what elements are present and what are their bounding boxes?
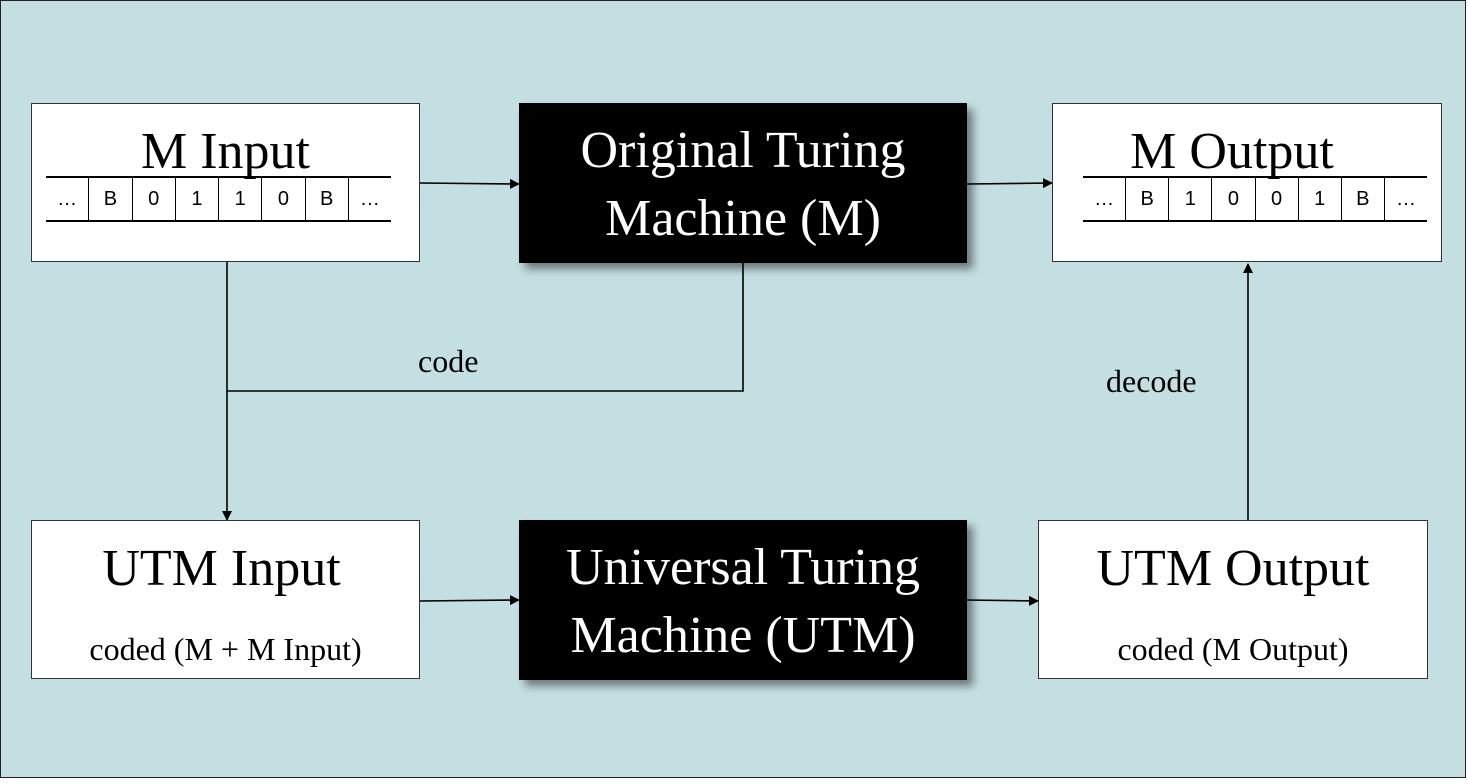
original-tm-line1: Original Turing — [580, 122, 906, 179]
tape-cell: 1 — [219, 178, 263, 220]
m-input-box: M Input … B 0 1 1 0 B … — [31, 103, 420, 262]
tape-cell: 0 — [1212, 178, 1256, 220]
utm-line1: Universal Turing — [566, 539, 920, 596]
arrow-utm-input-to-utm — [419, 595, 520, 606]
tape-cell: … — [359, 187, 380, 210]
code-line-original-tm — [227, 263, 744, 392]
arrow-m-input-to-original-tm — [419, 178, 520, 189]
utm-input-box: UTM Input coded (M + M Input) — [31, 520, 420, 679]
original-turing-machine-box: Original Turing Machine (M) — [519, 103, 967, 263]
tape-cell: B — [1126, 178, 1170, 220]
decode-label: decode — [1106, 363, 1197, 399]
tape-cell: 0 — [1256, 178, 1299, 220]
tape-cell: B — [306, 178, 349, 220]
tape-cell: 1 — [1299, 178, 1342, 220]
utm-input-title: UTM Input — [102, 540, 341, 597]
code-label: code — [418, 343, 479, 379]
tape-cell: 1 — [1169, 178, 1213, 220]
tape-cell: … — [1395, 187, 1416, 210]
tape-cell: … — [1083, 178, 1127, 220]
m-output-tape: … B 1 0 0 1 B … — [1083, 176, 1427, 222]
utm-output-title: UTM Output — [1096, 540, 1370, 597]
m-input-title: M Input — [141, 123, 310, 180]
m-output-title: M Output — [1130, 123, 1334, 180]
tape-cell: 0 — [262, 178, 306, 220]
arrow-original-tm-to-m-output — [966, 178, 1053, 189]
arrow-utm-to-utm-output — [966, 595, 1039, 606]
tape-cell: 1 — [176, 178, 219, 220]
utm-output-subtitle: coded (M Output) — [1117, 631, 1349, 667]
universal-turing-machine-box: Universal Turing Machine (UTM) — [519, 520, 967, 680]
m-input-tape: … B 0 1 1 0 B … — [46, 176, 391, 222]
tape-cell: B — [1342, 178, 1385, 220]
original-tm-line2: Machine (M) — [605, 190, 881, 247]
m-output-box: M Output … B 1 0 0 1 B … — [1052, 103, 1442, 262]
tape-cell: … — [46, 178, 90, 220]
utm-output-box: UTM Output coded (M Output) — [1038, 520, 1428, 679]
utm-line2: Machine (UTM) — [570, 607, 916, 664]
utm-input-subtitle: coded (M + M Input) — [89, 631, 362, 667]
tape-cell: 0 — [133, 178, 176, 220]
tape-cell: B — [89, 178, 133, 220]
